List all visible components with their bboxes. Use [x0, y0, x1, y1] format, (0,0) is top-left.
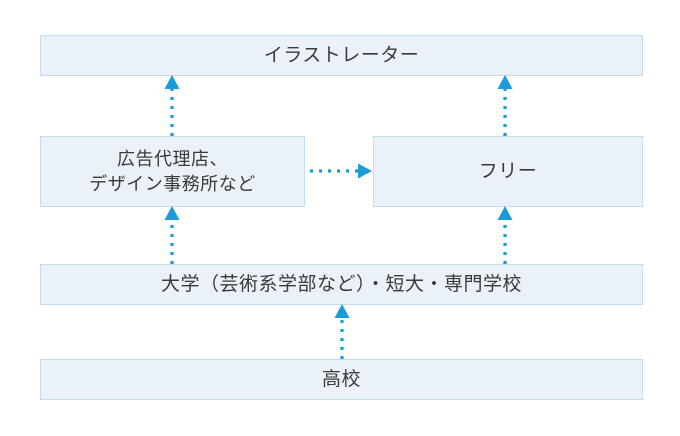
node-agency: 広告代理店、 デザイン事務所など	[40, 136, 305, 207]
node-university: 大学（芸術系学部など）・短大・専門学校	[40, 264, 643, 305]
node-highschool: 高校	[40, 359, 643, 400]
edge-agency-to-illustrator-icon	[164, 75, 180, 136]
node-highschool-label: 高校	[321, 368, 361, 390]
edge-university-to-agency-icon	[164, 206, 180, 264]
node-freelance: フリー	[373, 136, 643, 207]
edge-agency-to-freelance-icon	[310, 163, 372, 179]
edge-freelance-to-illustrator-icon	[497, 75, 513, 136]
node-freelance-label: フリー	[478, 160, 538, 182]
edge-highschool-to-university-icon	[334, 304, 350, 359]
node-agency-label: 広告代理店、 デザイン事務所など	[89, 149, 256, 194]
node-illustrator-label: イラストレーター	[263, 44, 420, 66]
node-university-label: 大学（芸術系学部など）・短大・専門学校	[160, 273, 522, 295]
edge-university-to-freelance-icon	[497, 206, 513, 264]
node-illustrator: イラストレーター	[40, 35, 643, 76]
